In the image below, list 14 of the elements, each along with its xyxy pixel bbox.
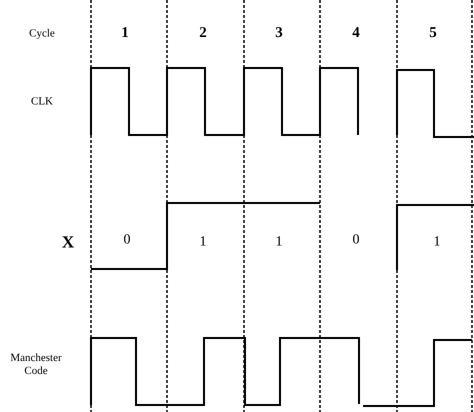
cycle-number: 1 xyxy=(121,24,129,43)
bit-value: 1 xyxy=(434,234,440,252)
bit-value: 0 xyxy=(352,232,360,250)
cycle-number: 5 xyxy=(429,24,437,43)
bit-value: 1 xyxy=(276,234,282,252)
bit-value: 1 xyxy=(200,234,206,252)
cycle-number: 4 xyxy=(352,24,360,43)
cycle-number: 3 xyxy=(275,24,283,43)
cycle-number: 2 xyxy=(199,24,207,43)
bit-value: 0 xyxy=(124,232,130,250)
row-label: Manchester Code xyxy=(9,352,63,378)
row-label: CLK xyxy=(30,96,54,108)
signal-name: X xyxy=(62,231,74,254)
row-label: Cycle xyxy=(28,28,56,40)
